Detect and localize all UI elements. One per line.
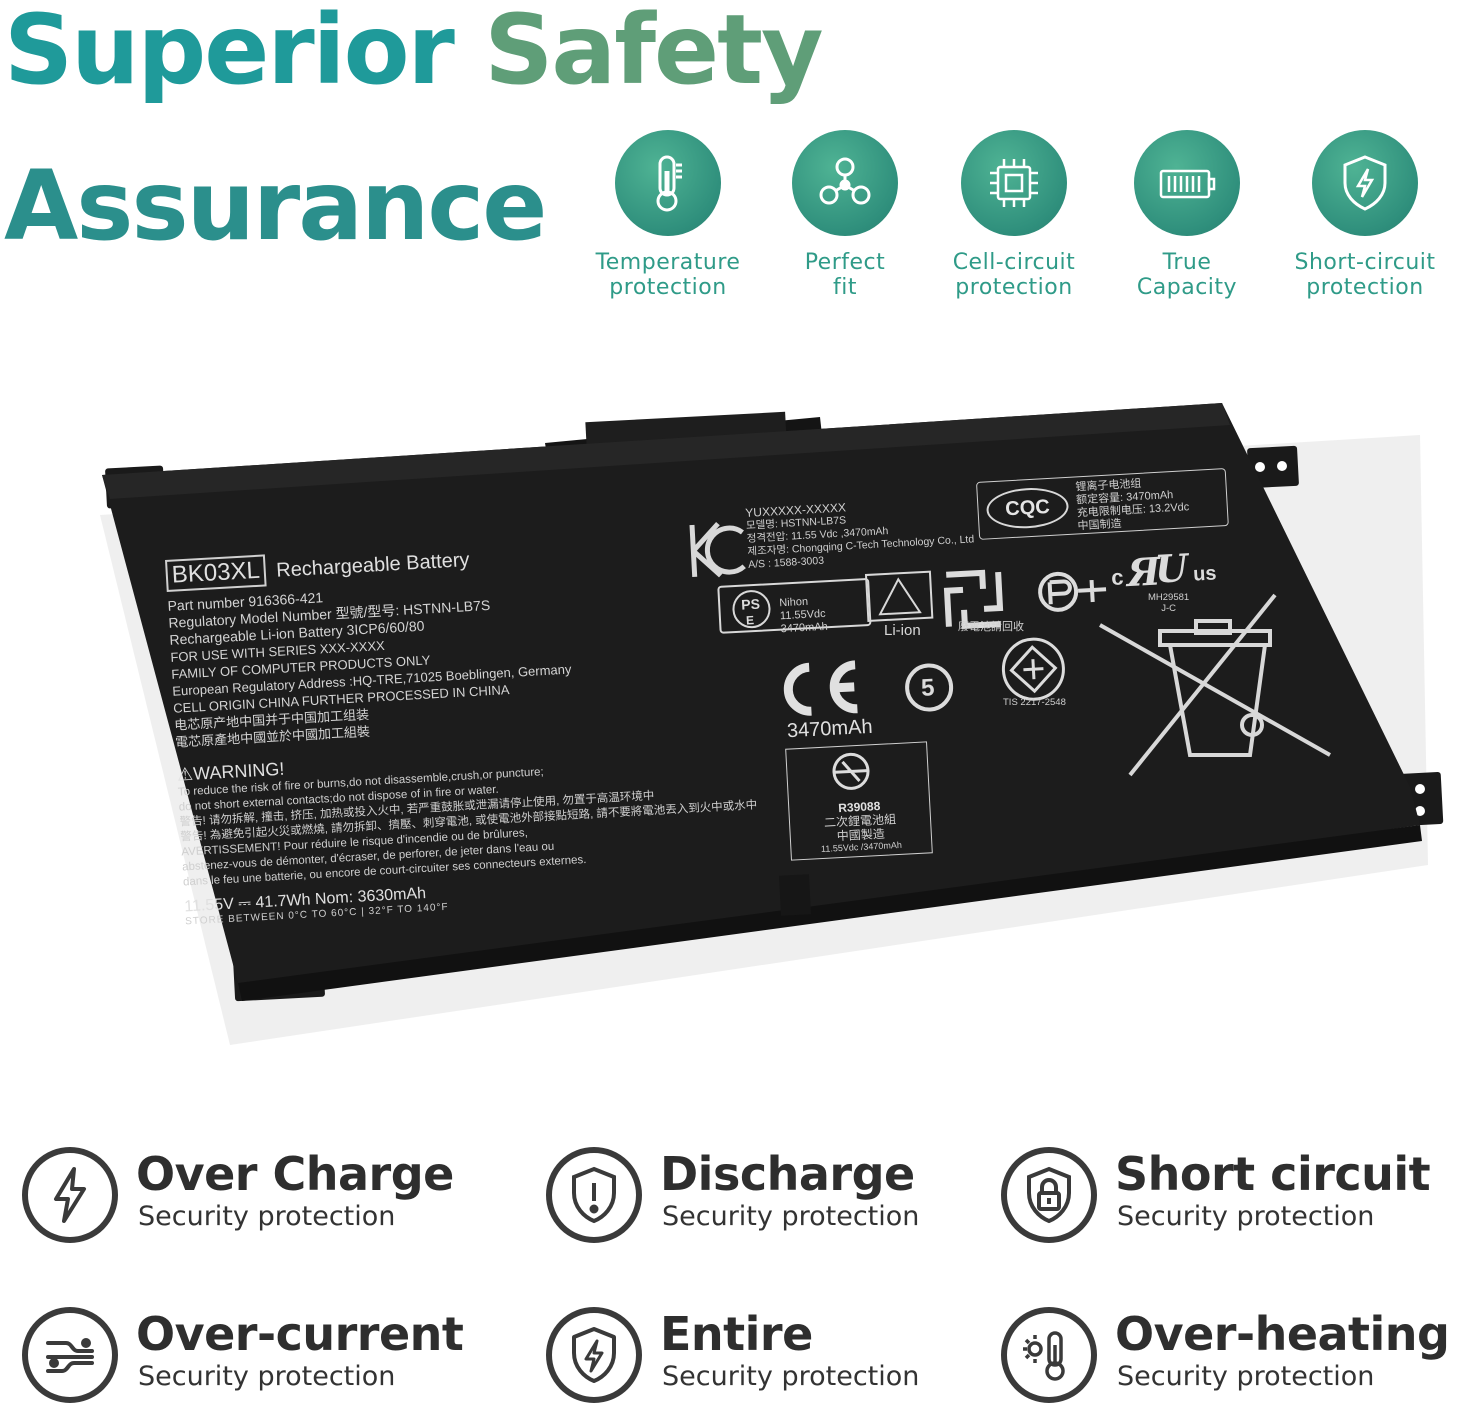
feature-cell-circuit: Cell-circuit protection bbox=[919, 130, 1109, 300]
feature-short-circuit: Short-circuit protection bbox=[1270, 130, 1460, 300]
protection-title: Short circuit bbox=[1115, 1147, 1431, 1201]
kc-mark-icon bbox=[689, 521, 746, 578]
protection-over-charge: Over Charge Security protection bbox=[22, 1147, 522, 1257]
svg-text:5: 5 bbox=[920, 674, 935, 702]
protection-title: Over-heating bbox=[1115, 1307, 1450, 1361]
feature-temperature: Temperature protection bbox=[573, 130, 763, 300]
protection-subtitle: Security protection bbox=[662, 1361, 920, 1392]
bsmi-cert: R39088 二次鋰電池組 中國製造 11.55Vdc /3470mAh bbox=[785, 741, 933, 861]
tis-label: TIS 2217-2548 bbox=[1003, 697, 1066, 708]
protection-subtitle: Security protection bbox=[1117, 1361, 1375, 1392]
recycle-icon bbox=[864, 570, 934, 622]
headline-word-superior: Superior bbox=[4, 0, 485, 106]
shield-bolt-icon bbox=[1312, 130, 1418, 236]
battery-image: PS E c Я U us bbox=[80, 395, 1460, 1055]
recycle-label: 廢電池請回收 bbox=[958, 621, 1024, 633]
feature-label: Temperature protection bbox=[595, 250, 741, 300]
ul-cert-text: MH29581 J-C bbox=[1148, 592, 1190, 614]
ul-mark-icon: c Я U us bbox=[1111, 545, 1218, 595]
protection-subtitle: Security protection bbox=[138, 1361, 396, 1392]
protection-over-current: Over-current Security protection bbox=[22, 1307, 522, 1405]
svg-text:E: E bbox=[746, 613, 755, 627]
protection-over-heating: Over-heating Security protection bbox=[1001, 1307, 1476, 1405]
svg-text:c: c bbox=[1111, 564, 1125, 590]
thermometer-icon bbox=[615, 130, 721, 236]
protection-title: Over Charge bbox=[136, 1147, 454, 1201]
battery-icon bbox=[1134, 130, 1240, 236]
protection-title: Discharge bbox=[660, 1147, 915, 1201]
svg-text:Я: Я bbox=[1124, 548, 1163, 595]
chip-icon bbox=[961, 130, 1067, 236]
protection-subtitle: Security protection bbox=[1117, 1201, 1375, 1232]
battery-model: BK03XL bbox=[165, 554, 267, 592]
pct-mark-icon bbox=[1038, 571, 1107, 612]
current-lines-icon bbox=[22, 1307, 118, 1403]
capacity-label: 3470mAh bbox=[786, 715, 874, 743]
svg-text:U: U bbox=[1154, 545, 1192, 592]
cqc-text: 锂离子电池组 额定容量: 3470mAh 充电限制电压: 13.2Vdc 中国制… bbox=[1075, 477, 1190, 533]
headline-line-2: Assurance bbox=[4, 150, 547, 262]
headline-word-safety: Safety bbox=[484, 0, 823, 106]
thermometer-sun-icon bbox=[1001, 1307, 1097, 1403]
protection-subtitle: Security protection bbox=[138, 1201, 396, 1232]
bsmi-mark-icon bbox=[832, 752, 870, 790]
liion-label: Li-ion bbox=[884, 622, 921, 639]
feature-label: Cell-circuit protection bbox=[952, 250, 1076, 300]
ce-mark-icon bbox=[783, 660, 858, 716]
protection-subtitle: Security protection bbox=[662, 1201, 920, 1232]
lightning-icon bbox=[22, 1147, 118, 1243]
feature-fit: Perfect fit bbox=[750, 130, 940, 300]
protection-short-circuit: Short circuit Security protection bbox=[1001, 1147, 1461, 1257]
feature-label: Perfect fit bbox=[804, 250, 886, 300]
tis-mark-icon bbox=[1001, 637, 1065, 701]
pse-mark-icon: PS E bbox=[717, 578, 872, 634]
headline-line-1: Superior Safety bbox=[4, 2, 824, 98]
recycle-arrows-icon bbox=[943, 569, 1004, 630]
svg-text:PS: PS bbox=[741, 596, 760, 613]
molecule-icon bbox=[792, 130, 898, 236]
feature-label: Short-circuit protection bbox=[1294, 250, 1436, 300]
shield-alert-icon bbox=[546, 1147, 642, 1243]
shield-bolt-icon bbox=[546, 1307, 642, 1403]
protection-title: Entire bbox=[660, 1307, 813, 1361]
feature-label: True Capacity bbox=[1136, 250, 1238, 300]
protection-discharge: Discharge Security protection bbox=[546, 1147, 986, 1257]
protection-title: Over-current bbox=[136, 1307, 464, 1361]
cqc-logo: CQC bbox=[985, 485, 1070, 531]
lock-icon bbox=[1001, 1147, 1097, 1243]
battery-label: BK03XL Rechargeable Battery Part number … bbox=[165, 528, 762, 927]
protection-entire: Entire Security protection bbox=[546, 1307, 986, 1405]
crossed-bin-icon bbox=[1099, 593, 1331, 777]
battery-title: Rechargeable Battery bbox=[275, 549, 471, 582]
feature-capacity: True Capacity bbox=[1092, 130, 1282, 300]
recycle-5-icon: 5 bbox=[905, 663, 954, 712]
spec-list: Part number 916366-421 Regulatory Model … bbox=[167, 589, 572, 750]
kc-cert-text: YUXXXXX-XXXXX 모델명: HSTNN-LB7S 정격전압: 11.5… bbox=[744, 500, 975, 571]
pse-text: Nihon 11.55Vdc 3470mAh bbox=[779, 595, 829, 636]
svg-text:us: us bbox=[1193, 562, 1217, 585]
